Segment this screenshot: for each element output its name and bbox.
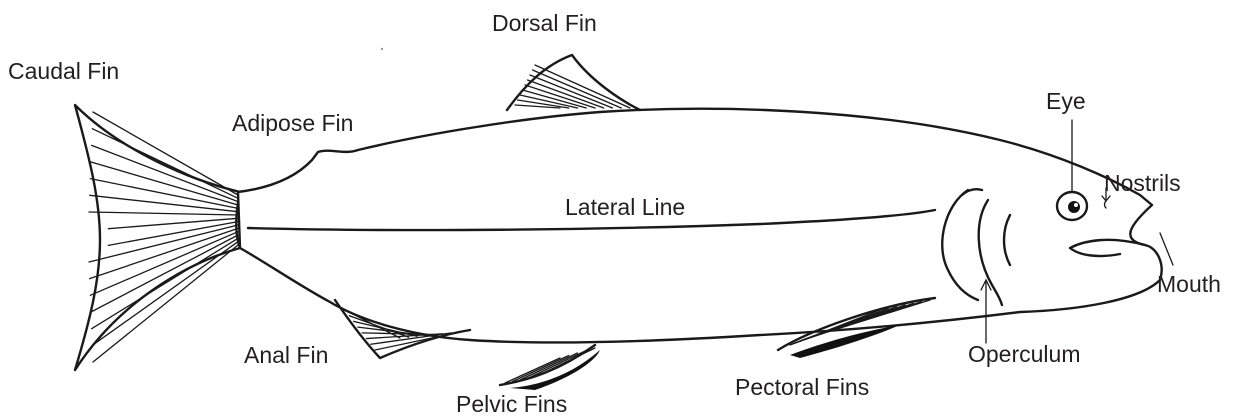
speck xyxy=(381,48,383,50)
mouth-label: Mouth xyxy=(1157,273,1221,296)
pelvic-fin-ray xyxy=(528,351,587,379)
dorsal-fin-ray xyxy=(530,75,613,108)
nostrils-label: Nostrils xyxy=(1104,172,1181,195)
caudal-fin-ray xyxy=(92,238,238,328)
anal-fin-label: Anal Fin xyxy=(244,344,328,367)
caudal-fin-ray xyxy=(90,228,238,278)
caudal-fin-label: Caudal Fin xyxy=(8,60,119,83)
caudal-fin-ray xyxy=(92,129,238,199)
caudal-fin-ray xyxy=(93,112,238,195)
adipose-fin-label: Adipose Fin xyxy=(232,112,353,135)
pelvic-fins-label: Pelvic Fins xyxy=(456,393,567,416)
caudal-fin-ray xyxy=(108,218,238,228)
caudal-fin-shape xyxy=(75,105,240,370)
dorsal-fin-shape xyxy=(507,55,640,110)
pelvic-fin-shape xyxy=(500,345,600,390)
eye-label: Eye xyxy=(1046,90,1086,113)
mouth-pointer xyxy=(1160,233,1173,265)
dorsal-fin-label: Dorsal Fin xyxy=(492,12,597,35)
operculum-label: Operculum xyxy=(968,343,1080,366)
caudal-fin-ray xyxy=(92,242,238,346)
caudal-fin-ray xyxy=(108,222,238,246)
pectoral-fins-label: Pectoral Fins xyxy=(735,376,869,399)
caudal-fin-ray xyxy=(89,212,238,215)
lateral-line-label: Lateral Line xyxy=(565,196,685,219)
pelvic-fin-ray xyxy=(520,353,578,380)
caudal-fin-ray xyxy=(91,235,238,312)
